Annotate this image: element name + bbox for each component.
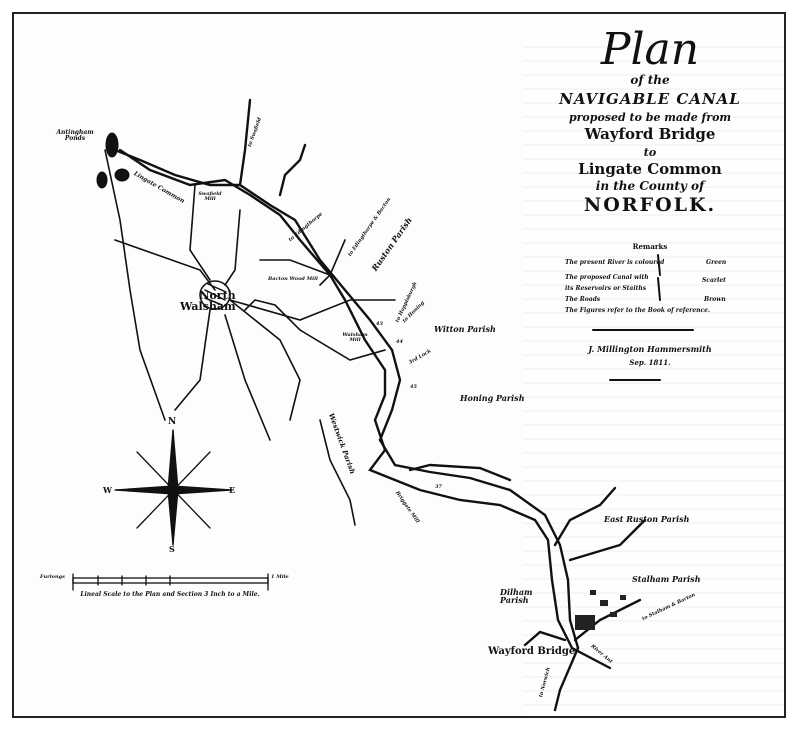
road <box>224 314 271 441</box>
river-branch <box>553 646 580 712</box>
surveyor: J. Millington Hammersmith <box>588 344 712 354</box>
road <box>224 209 241 286</box>
of-the-text: of the <box>630 73 670 87</box>
compass-n: N <box>168 417 177 427</box>
label-swafield-mill: Swafield Mill <box>198 191 222 202</box>
label-parish: Parish <box>500 595 529 605</box>
road <box>319 419 356 526</box>
remark-roads: The Roads <box>565 296 601 303</box>
from-place: Wayford Bridge <box>584 125 716 143</box>
ref-number: 44 <box>396 339 403 345</box>
label-bacton-wood: Bacton Wood Mill <box>268 276 318 282</box>
label-witton-parish: Witton Parish <box>434 324 496 334</box>
river-branch <box>568 518 647 562</box>
remark-river: The present River is coloured <box>565 259 665 266</box>
road <box>244 299 386 361</box>
road <box>259 259 331 276</box>
scale-caption: Lineal Scale to the Plan and Section 3 I… <box>80 591 260 598</box>
county-prefix: in the County of <box>595 179 705 193</box>
ref-number: 43 <box>376 321 383 327</box>
river-branch <box>553 486 617 547</box>
remark-river-color: Green <box>706 259 727 266</box>
north-walsham-town <box>199 280 231 310</box>
label-dilham: Dilham <box>500 587 533 597</box>
stream <box>238 98 252 187</box>
compass-w: W <box>103 485 112 495</box>
antingham-ponds <box>96 132 130 189</box>
scale-bar <box>72 573 269 591</box>
label-stalham-parish: Stalham Parish <box>632 574 701 584</box>
label-antingham: Antingham Ponds <box>56 129 94 142</box>
title-heading: NAVIGABLE CANAL <box>559 90 741 108</box>
survey-date: Sep. 1811. <box>629 358 671 367</box>
ref-number: 37 <box>435 484 442 490</box>
compass-e: E <box>229 485 236 495</box>
to-text: to <box>643 146 657 159</box>
canal-river <box>108 98 647 712</box>
river-line <box>118 148 612 670</box>
remarks-heading: Remarks <box>632 242 668 251</box>
road <box>229 299 396 321</box>
county-name: NORFOLK. <box>583 194 717 216</box>
remark-figures: The Figures refer to the Book of referen… <box>565 307 711 314</box>
road <box>114 239 216 291</box>
label-wayford-bridge: Wayford Bridge <box>488 646 576 657</box>
canal-line <box>108 146 580 650</box>
destination-place: Lingate Common <box>578 160 722 178</box>
scale-right-label: 1 Mile <box>271 574 289 580</box>
label-north: North <box>199 289 236 302</box>
compass-s: S <box>169 544 175 554</box>
scale-left-label: Furlongs <box>40 574 65 580</box>
label-walsham: Walsham <box>180 300 236 313</box>
remark-canal-color: Scarlet <box>702 277 726 284</box>
label-walsham-mill: Walsham Mill <box>342 332 368 343</box>
bleed-through-texture <box>524 34 784 714</box>
remark-roads-color: Brown <box>704 296 726 303</box>
ref-number: 45 <box>410 384 417 390</box>
stream <box>278 143 307 197</box>
remark-canal: The proposed Canal with its Reservoirs o… <box>565 274 649 292</box>
road <box>174 309 211 411</box>
title-rules <box>592 254 694 381</box>
river-branch <box>408 463 512 482</box>
river-branch <box>573 598 642 642</box>
compass-rose <box>114 429 233 546</box>
road <box>189 184 211 281</box>
river-branch <box>523 630 567 647</box>
stalham-village <box>575 590 626 630</box>
roads <box>104 149 396 526</box>
map-frame <box>12 12 786 718</box>
label-east-ruston: East Ruston Parish <box>604 514 690 524</box>
proposed-text: proposed to be made from <box>568 111 732 124</box>
road <box>104 149 166 421</box>
label-honing-parish: Honing Parish <box>460 393 525 403</box>
road <box>229 299 301 421</box>
plan-script-title: Plan <box>600 24 700 75</box>
